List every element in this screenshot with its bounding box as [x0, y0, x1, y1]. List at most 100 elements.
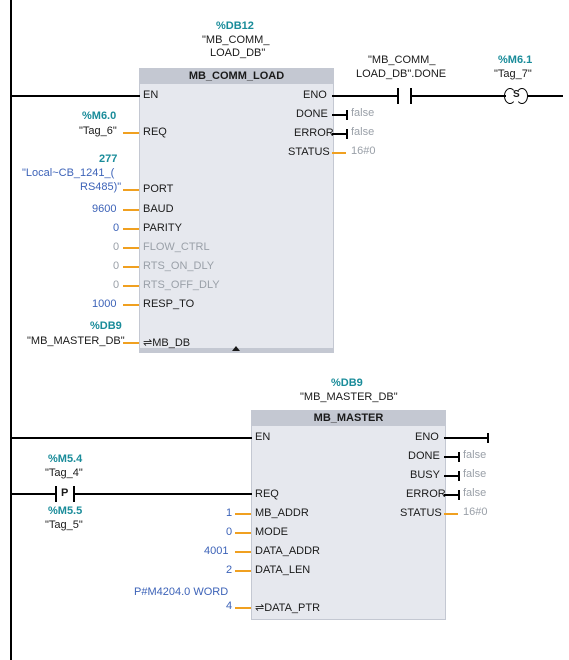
block1-pin-error: ERROR	[294, 127, 334, 139]
coil-symbol: "Tag_7"	[494, 68, 532, 80]
block1-error-value: false	[351, 126, 375, 138]
block1-eno-wire	[332, 95, 398, 97]
block2-mb-addr-connector	[235, 513, 251, 515]
block2-data-len-connector	[235, 570, 251, 572]
block2-eno-terminal	[487, 433, 489, 443]
pcontact-left-bar[interactable]	[55, 486, 57, 502]
block1-pin-rts-on-dly: RTS_ON_DLY	[143, 260, 215, 272]
block1-rts-on-dly-connector	[123, 266, 139, 268]
block2-data-len-value: 2	[226, 564, 233, 576]
block2-data-addr-connector	[235, 551, 251, 553]
block1-port-value: 277	[99, 153, 118, 165]
block2-pin-data-ptr: ⇌DATA_PTR	[255, 602, 321, 614]
block2-data-ptr-value-line1: P#M4204.0 WORD	[134, 586, 229, 598]
block2-pin-error: ERROR	[406, 488, 446, 500]
block2-error-value: false	[463, 487, 487, 499]
block2-error-terminal	[458, 490, 460, 500]
contact-right-bar[interactable]	[410, 88, 412, 104]
block2-status-connector	[444, 513, 458, 515]
block1-flow-ctrl-connector	[123, 247, 139, 249]
pcontact-edge-address: %M5.5	[48, 505, 83, 517]
power-rail	[10, 0, 12, 660]
block2-pin-eno: ENO	[415, 431, 439, 443]
pcontact-type: P	[61, 487, 69, 499]
block1-baud-connector	[123, 209, 139, 211]
block2-busy-value: false	[463, 468, 487, 480]
block1-req-address: %M6.0	[82, 110, 117, 122]
set-coil[interactable]: S	[504, 88, 528, 104]
block2-pin-en: EN	[255, 431, 271, 443]
block1-db-name-line2: LOAD_DB"	[210, 47, 266, 59]
block1-done-value: false	[351, 107, 375, 119]
block2-db-address: %DB9	[331, 377, 363, 389]
block1-title: MB_COMM_LOAD	[140, 69, 333, 84]
contact-symbol-line1: "MB_COMM_	[368, 54, 436, 66]
block1-pin-done: DONE	[296, 108, 328, 120]
block2-pin-data-addr: DATA_ADDR	[255, 545, 320, 557]
collapse-arrow-icon[interactable]	[232, 346, 240, 351]
block2-data-ptr-connector	[235, 607, 251, 609]
block1-req-symbol: "Tag_6"	[79, 125, 117, 137]
block1-pin-flow-ctrl: FLOW_CTRL	[143, 241, 210, 253]
block2-mb-addr-value: 1	[226, 507, 233, 519]
block1-rts-on-dly-value: 0	[113, 260, 120, 272]
block1-db-address: %DB12	[216, 20, 254, 32]
block2-pin-busy: BUSY	[410, 469, 440, 481]
block1-port-symbol-line2: RS485)"	[80, 181, 122, 193]
block2-done-terminal	[458, 452, 460, 462]
contact-left-bar[interactable]	[397, 88, 399, 104]
block1-db-name-line1: "MB_COMM_	[202, 34, 270, 46]
block1-pin-baud: BAUD	[143, 203, 174, 215]
block2-data-addr-value: 4001	[204, 545, 229, 557]
block1-pin-mb-db: ⇌MB_DB	[143, 337, 191, 349]
block2-done-stub	[444, 456, 458, 458]
mb-comm-load-block[interactable]: MB_COMM_LOAD	[139, 68, 334, 353]
block1-pin-req: REQ	[143, 126, 167, 138]
block1-mbdb-symbol: "MB_MASTER_DB"	[27, 335, 125, 347]
block1-baud-value: 9600	[92, 203, 117, 215]
block2-pin-req: REQ	[255, 488, 279, 500]
block2-mode-value: 0	[226, 526, 233, 538]
block1-port-connector	[123, 189, 139, 191]
block1-mbdb-connector	[123, 342, 139, 344]
block2-error-stub	[444, 494, 458, 496]
block2-data-ptr-value-line2: 4	[226, 600, 233, 612]
block2-en-wire	[12, 437, 252, 439]
block2-title: MB_MASTER	[252, 411, 445, 426]
block2-busy-terminal	[458, 471, 460, 481]
block1-flow-ctrl-value: 0	[113, 241, 120, 253]
block1-req-connector	[123, 132, 139, 134]
pcontact-address: %M5.4	[48, 453, 83, 465]
block1-pin-rts-off-dly: RTS_OFF_DLY	[143, 279, 220, 291]
block1-pin-port: PORT	[143, 183, 174, 195]
pcontact-right-bar[interactable]	[73, 486, 75, 502]
block1-pin-resp-to: RESP_TO	[143, 298, 195, 310]
coil-address: %M6.1	[498, 54, 533, 66]
pcontact-symbol: "Tag_4"	[45, 467, 83, 479]
block2-mode-connector	[235, 532, 251, 534]
block1-pin-parity: PARITY	[143, 222, 182, 234]
block1-en-wire	[12, 95, 140, 97]
block1-error-terminal	[346, 129, 348, 139]
block2-pin-done: DONE	[408, 450, 440, 462]
block1-parity-value: 0	[113, 222, 120, 234]
block1-resp-to-connector	[123, 304, 139, 306]
pcontact-right-wire	[75, 493, 252, 495]
block2-status-value: 16#0	[463, 506, 488, 518]
block1-status-connector	[332, 152, 346, 154]
block2-pin-mode: MODE	[255, 526, 288, 538]
block2-pin-status: STATUS	[400, 507, 442, 519]
block1-rts-off-dly-value: 0	[113, 279, 120, 291]
block1-done-terminal	[346, 110, 348, 120]
block2-pin-mb-addr: MB_ADDR	[255, 507, 309, 519]
mb-master-block[interactable]: MB_MASTER	[251, 410, 446, 620]
block2-pin-data-len: DATA_LEN	[255, 564, 311, 576]
block1-status-value: 16#0	[351, 145, 376, 157]
block1-error-stub	[332, 133, 346, 135]
pcontact-left-wire	[12, 493, 56, 495]
block1-parity-connector	[123, 228, 139, 230]
block1-mbdb-address: %DB9	[90, 320, 122, 332]
block2-db-name: "MB_MASTER_DB"	[300, 391, 398, 403]
coil-right-wire	[528, 95, 563, 97]
block1-rts-off-dly-connector	[123, 285, 139, 287]
